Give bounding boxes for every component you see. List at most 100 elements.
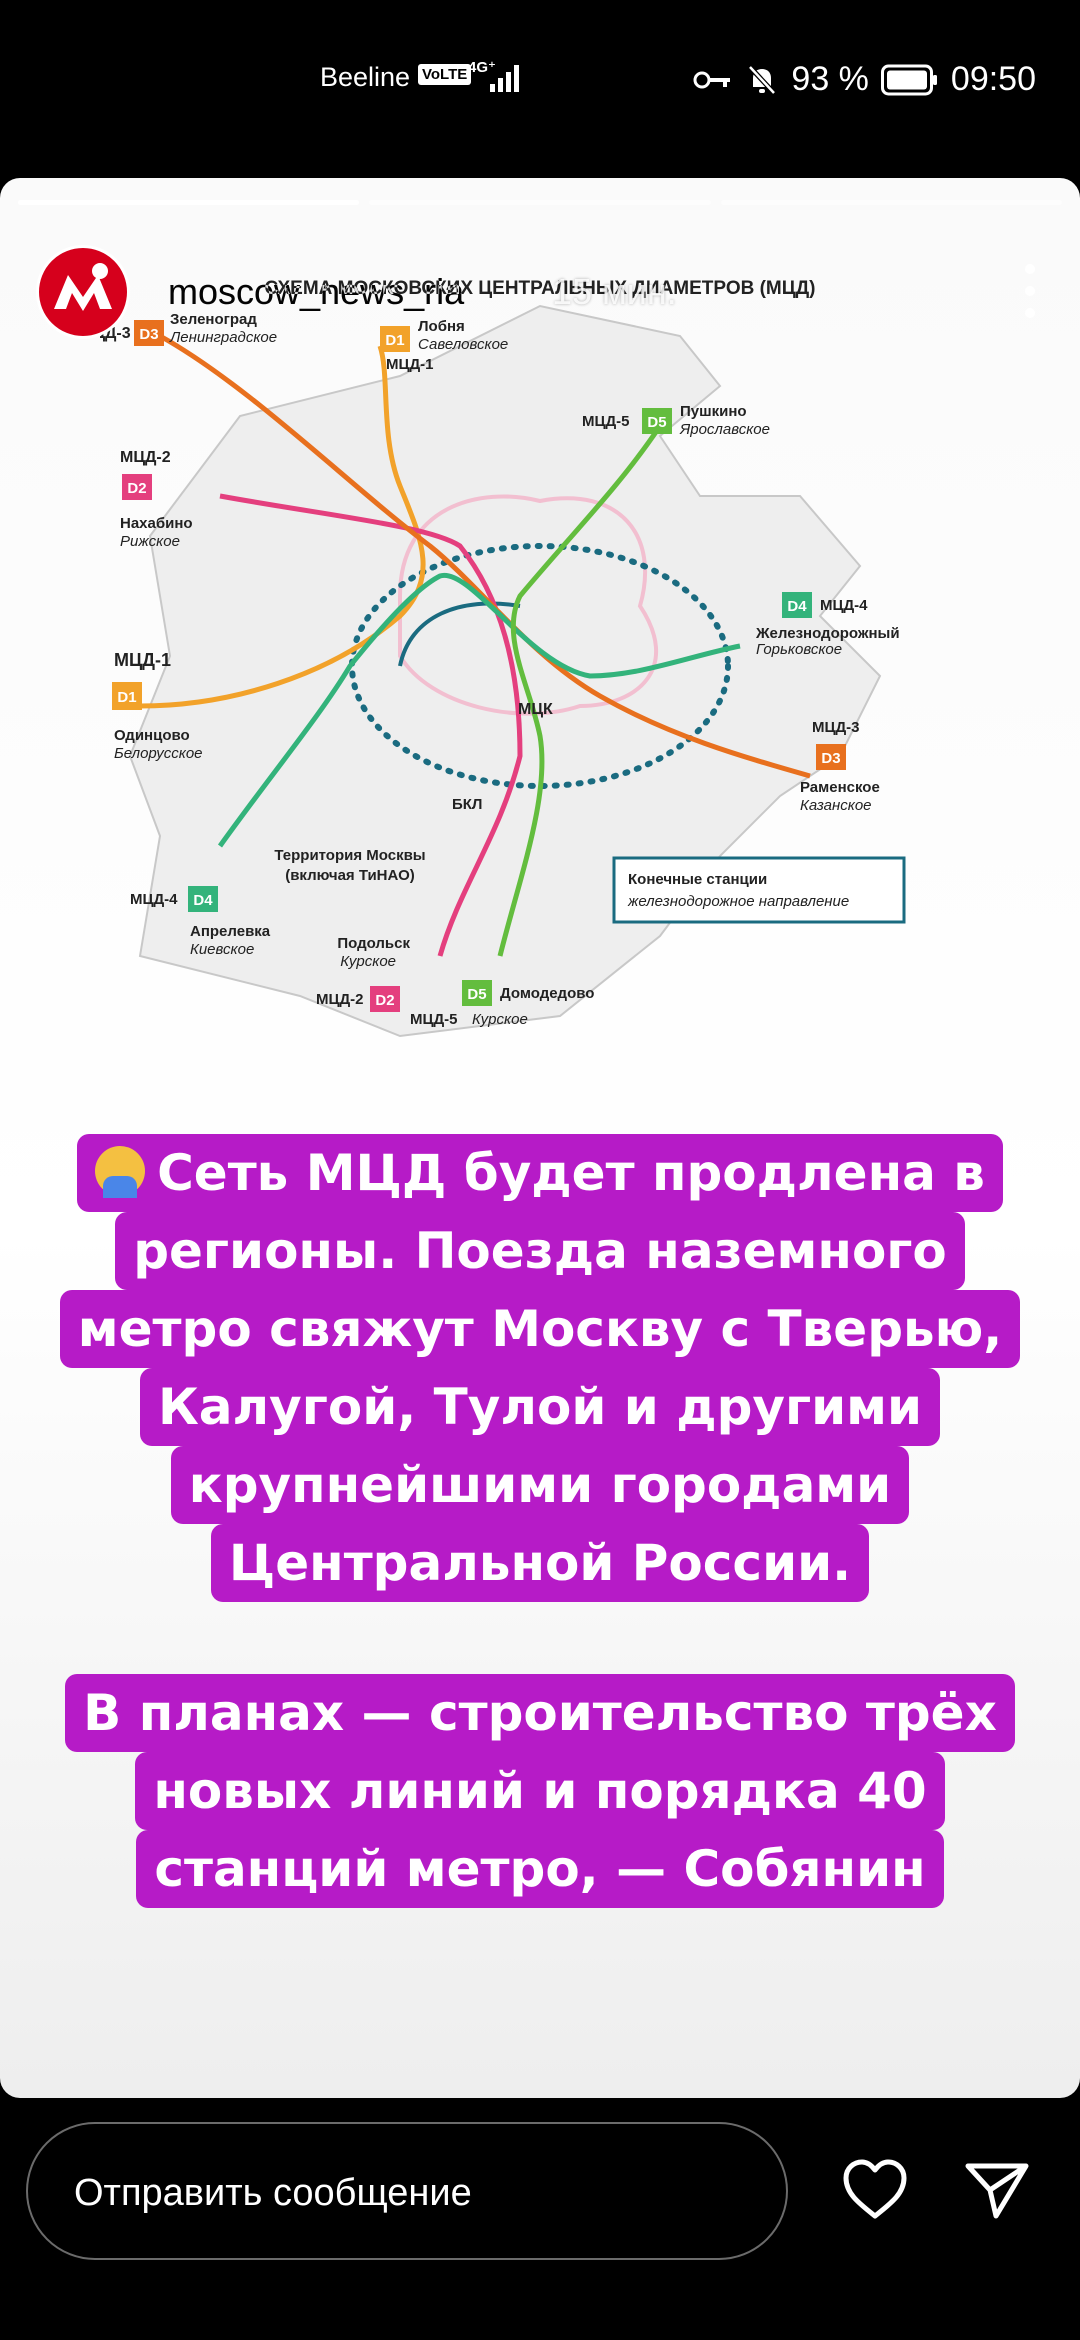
map-label: МЦД-4 <box>130 891 178 908</box>
avatar[interactable] <box>36 245 130 339</box>
line-d2 <box>219 493 523 957</box>
caption-block-2: В планах — строительство трёх новых лини… <box>0 1674 1080 1908</box>
map-label: (включая ТиНАО) <box>285 867 415 884</box>
map-label: МЦК <box>518 701 553 718</box>
badge-d3-top <box>134 320 164 346</box>
key-icon <box>693 71 731 88</box>
badge-d2-bottom <box>370 986 400 1012</box>
map-label: МЦД-1 <box>386 356 433 373</box>
caption-block-1: Сеть МЦД будет продлена в регионы. Поезд… <box>0 1134 1080 1602</box>
map-label: МЦД-2 <box>316 991 363 1008</box>
map-label: Курское <box>340 953 396 970</box>
map-label: Одинцово <box>114 727 190 744</box>
map-label: Пушкино <box>680 403 747 420</box>
map-legend <box>612 856 906 924</box>
battery-percent: 93 % <box>791 60 869 98</box>
line-d1 <box>139 345 426 709</box>
map-label: Савеловское <box>418 336 508 353</box>
map-label: МЦД-4 <box>820 597 868 614</box>
map-label: Киевское <box>190 941 254 958</box>
progress-segment <box>369 200 711 205</box>
more-options-icon[interactable] <box>1024 263 1036 319</box>
badge-d1-top <box>380 326 410 352</box>
caption-line: Сеть МЦД будет продлена в <box>77 1134 1003 1212</box>
map-label: Белорусское <box>114 745 203 762</box>
map-title: СХЕМА МОСКОВСКИХ ЦЕНТРАЛЬНЫХ ДИАМЕТРОВ (… <box>264 278 815 299</box>
map-label: МЦД-3 <box>812 719 859 736</box>
map-label: МЦД-1 <box>114 650 171 670</box>
caption-line: крупнейшими городами <box>170 1446 910 1524</box>
map-label: Конечные станции <box>628 871 767 888</box>
map-label: Железнодорожный <box>755 625 900 642</box>
story-header: moscow_news_ria 15 мин. <box>0 233 1080 339</box>
bkl-line <box>398 601 521 667</box>
caption-line: новых линий и порядка 40 <box>135 1752 945 1830</box>
line-d4 <box>217 572 741 848</box>
map-label: Апрелевка <box>190 923 271 940</box>
story-time: 15 мин. <box>552 271 677 312</box>
heart-icon[interactable] <box>840 2158 910 2222</box>
caption-line: регионы. Поезда наземного <box>115 1212 965 1290</box>
badge-d2-left <box>122 474 152 500</box>
badge-text: D1 <box>385 332 404 349</box>
caption-line: В планах — строительство трёх <box>65 1674 1015 1752</box>
moscow-region-shape <box>128 304 882 1038</box>
map-label: Домодедово <box>500 985 594 1002</box>
caption-line: метро свяжут Москву с Тверью, <box>59 1290 1021 1368</box>
map-label: железнодорожное направление <box>627 893 849 910</box>
reply-bar: Отправить сообщение <box>0 2098 1080 2340</box>
badge-text: D4 <box>193 892 213 909</box>
map-label: Территория Москвы <box>274 847 425 864</box>
story-username[interactable]: moscow_news_ria <box>168 271 465 312</box>
progress-segment <box>720 200 1062 205</box>
map-label: Рижское <box>120 533 180 550</box>
network-type: 4G⁺ <box>468 59 496 76</box>
badge-d5-top <box>642 408 672 434</box>
signal-icon <box>490 65 519 92</box>
logo-icon <box>54 263 112 311</box>
map-label: БКЛ <box>452 796 482 813</box>
mcd-map: СХЕМА МОСКОВСКИХ ЦЕНТРАЛЬНЫХ ДИАМЕТРОВ (… <box>100 278 906 1038</box>
person-tipping-hand-icon <box>95 1146 146 1198</box>
map-label: Казанское <box>800 797 872 814</box>
map-label: Зеленоград <box>170 311 257 328</box>
map-label: МЦД-5 <box>410 1011 457 1028</box>
badge-text: D5 <box>467 986 486 1003</box>
badge-text: D2 <box>375 992 394 1009</box>
volte-badge: VoLTE <box>418 64 472 85</box>
moscow-boundary <box>398 494 659 716</box>
map-label: Ленинградское <box>169 329 277 346</box>
badge-d3-right <box>816 744 846 770</box>
mute-notifications-icon <box>748 64 777 95</box>
story-card[interactable]: СХЕМА МОСКОВСКИХ ЦЕНТРАЛЬНЫХ ДИАМЕТРОВ (… <box>0 178 1080 2098</box>
story-progress <box>18 200 1062 205</box>
caption-line: Центральной России. <box>210 1524 870 1602</box>
message-placeholder: Отправить сообщение <box>74 2172 472 2214</box>
map-label: Лобня <box>418 318 465 335</box>
caption-text: Сеть МЦД будет продлена в <box>157 1144 985 1202</box>
caption-line: Калугой, Тулой и другими <box>139 1368 941 1446</box>
map-label: Ярославское <box>679 421 770 438</box>
map-label: Подольск <box>337 935 410 952</box>
badge-text: D2 <box>127 480 146 497</box>
message-input[interactable]: Отправить сообщение <box>26 2122 788 2260</box>
clock: 09:50 <box>950 60 1036 98</box>
map-label: МЦД-2 <box>120 449 171 466</box>
badge-text: D4 <box>787 598 807 615</box>
badge-d1-left <box>112 682 142 710</box>
badge-text: D3 <box>139 326 158 343</box>
map-label: МЦД-5 <box>582 413 629 430</box>
progress-segment <box>18 200 360 205</box>
status-bar: Beeline VoLTE 4G⁺ 93 % 09:50 <box>0 0 1080 160</box>
send-icon[interactable] <box>962 2158 1032 2222</box>
badge-text: D5 <box>647 414 666 431</box>
battery-icon <box>880 64 937 95</box>
map-label: Горьковское <box>756 641 842 658</box>
map-label: Курское <box>472 1011 528 1028</box>
badge-d5-bottom <box>462 980 492 1006</box>
badge-text: D3 <box>821 750 840 767</box>
map-label: Нахабино <box>120 515 193 532</box>
badge-d4-left <box>188 886 218 912</box>
map-label: Раменское <box>800 779 880 796</box>
badge-text: D1 <box>117 689 136 706</box>
